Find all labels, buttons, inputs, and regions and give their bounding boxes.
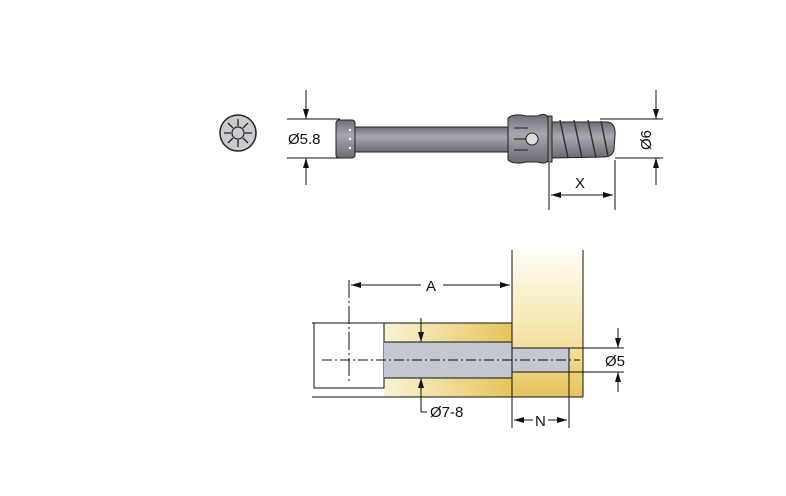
head-diameter-label: Ø5.8 — [288, 131, 321, 148]
pilot-hole-diameter-dimension — [568, 328, 624, 428]
bore-diameter-label: Ø7-8 — [430, 404, 463, 421]
thread-diameter-dimension — [600, 90, 663, 185]
head-diameter-dimension — [287, 90, 340, 185]
bore-diameter-dimension — [418, 318, 427, 413]
thread-length-label: X — [575, 175, 585, 192]
thread-length-dimension — [548, 160, 616, 210]
pilot-hole-diameter-label: Ø5 — [605, 353, 625, 370]
distance-label: A — [426, 278, 436, 295]
pilot-depth-label: N — [535, 413, 546, 430]
thread-diameter-label: Ø6 — [638, 130, 655, 150]
installation-section — [312, 250, 584, 428]
connector-screw-side-view — [335, 113, 616, 164]
screw-head-end-view-icon — [219, 114, 257, 152]
